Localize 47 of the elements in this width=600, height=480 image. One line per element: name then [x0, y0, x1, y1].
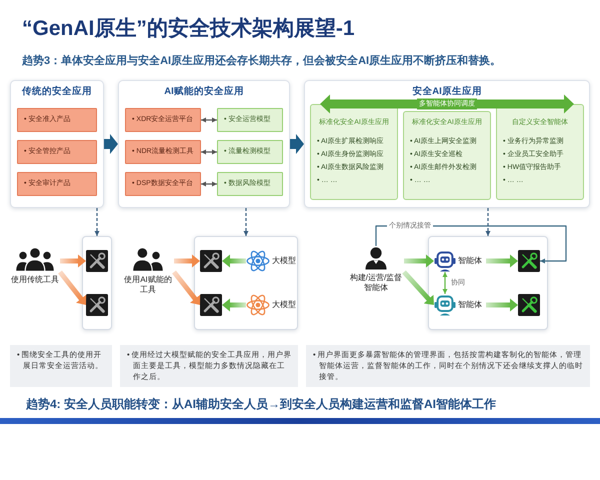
dashed-connector: [244, 208, 248, 236]
icon-caption: 大模型: [272, 300, 296, 310]
dashed-connector: [94, 208, 100, 236]
arrow: [290, 134, 304, 154]
tool-frame: [82, 236, 112, 330]
arrow: [172, 270, 202, 307]
arrow: [402, 270, 436, 307]
footer-heading: 趋势4: 安全人员职能转变：从AI辅助安全人员→到安全人员构建运营和监督AI智能体工作: [26, 397, 496, 412]
tools-icon: [200, 250, 222, 272]
icon-caption: 智能体: [458, 256, 482, 266]
icon-caption: 大模型: [272, 256, 296, 266]
arrow: [486, 254, 518, 268]
arrow: [486, 298, 518, 312]
double-arrow: [201, 182, 217, 186]
tools-icon: [86, 250, 108, 272]
subtitle: 趋势3：单体安全应用与安全AI原生应用还会存长期共存，但会被安全AI原生应用不断挤压和替换。: [22, 54, 502, 68]
arrow: [222, 298, 246, 312]
arrow: [104, 134, 118, 154]
arrow: [174, 254, 200, 268]
tool-frame: [194, 236, 298, 330]
tools-icon: [86, 294, 108, 316]
double-arrow: [442, 272, 448, 294]
panel-card: [118, 80, 290, 208]
app-card: [310, 104, 398, 200]
tools-icon: [518, 294, 540, 316]
slide-title: “GenAI原生”的安全技术架构展望-1: [22, 16, 355, 42]
panel-title: 安全AI原生应用: [412, 86, 482, 98]
panel-card: [304, 80, 590, 208]
icon-caption: 构建/运营/监督智能体: [348, 273, 404, 293]
app-card: [403, 111, 491, 200]
icon-caption: 智能体: [458, 300, 482, 310]
arrow: [58, 270, 88, 307]
tools-icon: [200, 294, 222, 316]
dashed-connector: [486, 208, 490, 236]
panel-title: 传统的安全应用: [22, 86, 92, 98]
tool-frame: [428, 236, 548, 330]
panel-card: [10, 80, 104, 208]
double-arrow: [201, 118, 217, 122]
icon-caption: 使用传统工具: [11, 275, 59, 285]
arrow: [404, 254, 434, 268]
tools-icon: [518, 250, 540, 272]
double-arrow: [201, 150, 217, 154]
arrow: [222, 254, 246, 268]
icon-caption: 使用AI赋能的工具: [123, 275, 173, 295]
arrow: [60, 254, 86, 268]
app-card: [496, 104, 584, 200]
panel-title: AI赋能的安全应用: [164, 86, 244, 98]
